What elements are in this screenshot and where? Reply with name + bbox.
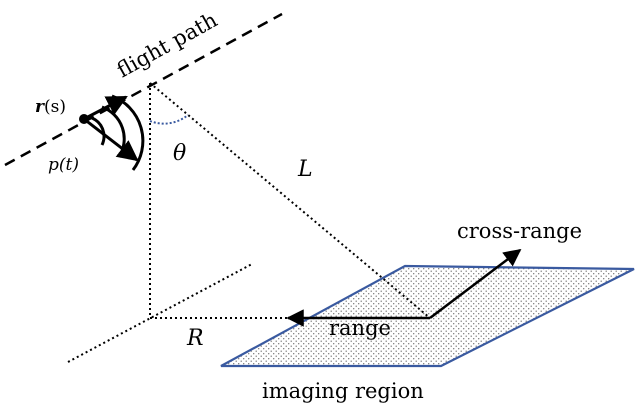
slant-range-line [149, 82, 431, 319]
pulse-wave-arc-3 [111, 94, 145, 171]
range-label: range [329, 316, 391, 340]
cross-range-label: cross-range [457, 219, 582, 243]
pulse-label: p(t) [48, 155, 79, 175]
angle-theta-arc [149, 114, 189, 125]
position-argument: (s) [44, 97, 66, 117]
angle-theta-label: θ [173, 141, 186, 166]
pulse-wave-arc-1 [91, 116, 106, 146]
ground-track-line [67, 263, 253, 363]
ground-range-label: R [186, 326, 204, 351]
position-label: r(s) [35, 97, 66, 117]
imaging-region-plane [220, 264, 635, 368]
cross-range-arrow [429, 248, 522, 319]
beam-direction-arrow [83, 117, 139, 162]
imaging-region-label: imaging region [262, 379, 424, 403]
position-vector-symbol: r [35, 97, 45, 117]
platform-position-dot [79, 114, 89, 124]
flight-path-label: flight path [113, 8, 221, 83]
flight-path-line [4, 12, 283, 167]
slant-range-label: L [297, 157, 313, 182]
pulse-wave-arc-2 [101, 105, 126, 158]
